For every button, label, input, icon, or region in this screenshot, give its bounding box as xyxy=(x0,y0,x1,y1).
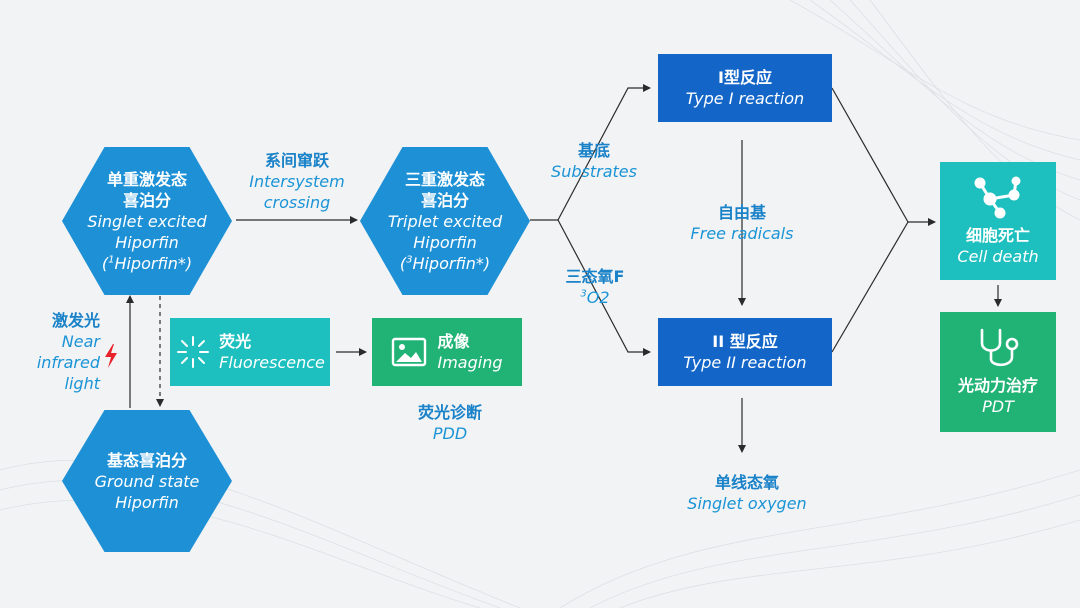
type1-cn: I型反应 xyxy=(718,68,772,87)
pdt-cn: 光动力治疗 xyxy=(957,376,1038,395)
o2-en: 3O2 xyxy=(550,287,640,308)
excitation-label: 激发光 Near infrared light xyxy=(20,310,100,394)
cell-death-box: 细胞死亡 Cell death xyxy=(940,162,1056,280)
triplet-sup: 3 xyxy=(406,254,413,266)
singlet-en3: (1Hiporfin*) xyxy=(101,253,193,273)
ground-en1: Ground state xyxy=(94,471,200,491)
substrates-cn: 基底 xyxy=(577,141,610,160)
lightning-icon xyxy=(105,344,117,368)
connector-type2-to-cell-death xyxy=(831,221,909,353)
pdd-en: PDD xyxy=(432,424,468,443)
cell-death-en: Cell death xyxy=(957,247,1039,266)
singlet-oxygen-en: Singlet oxygen xyxy=(687,494,807,513)
pdt-en: PDT xyxy=(982,397,1014,416)
type2-cn: II 型反应 xyxy=(712,332,778,351)
triplet-en3: (3Hiporfin*) xyxy=(399,253,491,273)
arrow-substrates xyxy=(557,84,651,221)
free-radicals-en: Free radicals xyxy=(690,224,794,243)
triplet-en3-text: Hiporfin* xyxy=(412,253,484,273)
excitation-en1: Near xyxy=(61,332,100,351)
arrow-o2 xyxy=(557,219,651,356)
imaging-cn: 成像 xyxy=(437,332,470,351)
fluorescence-text: 荧光 Fluorescence xyxy=(219,331,325,373)
connector-type1-to-cell-death xyxy=(831,87,909,223)
substrates-en: Substrates xyxy=(551,162,637,181)
o2-en-text: O2 xyxy=(586,288,610,307)
isc-cn: 系间窜跃 xyxy=(264,151,329,170)
fluorescence-box: 荧光 Fluorescence xyxy=(170,318,330,386)
type2-en: Type II reaction xyxy=(683,353,807,372)
type1-en: Type I reaction xyxy=(685,89,805,108)
imaging-box: 成像 Imaging xyxy=(372,318,522,386)
fluorescence-cn: 荧光 xyxy=(219,332,252,351)
o2-label: 三态氧F 3O2 xyxy=(550,266,640,308)
singlet-oxygen-label: 单线态氧 Singlet oxygen xyxy=(672,472,822,514)
triplet-en1: Triplet excited xyxy=(387,211,503,231)
isc-en1: Intersystem xyxy=(249,172,345,191)
isc-en2: crossing xyxy=(263,193,331,212)
excitation-en2: infrared xyxy=(36,353,100,372)
type2-reaction-box: II 型反应 Type II reaction xyxy=(658,318,832,386)
triplet-excited-hexagon: 三重激发态 喜泊分 Triplet excited Hiporfin (3Hip… xyxy=(360,147,530,295)
o2-sup: 3 xyxy=(580,288,587,300)
sparkle-icon xyxy=(177,336,210,368)
isc-label: 系间窜跃 Intersystem crossing xyxy=(232,150,362,213)
molecule-icon xyxy=(974,176,1021,219)
singlet-oxygen-cn: 单线态氧 xyxy=(714,473,779,492)
image-icon xyxy=(392,337,427,367)
free-radicals-cn: 自由基 xyxy=(717,203,766,222)
singlet-cn2: 喜泊分 xyxy=(122,190,171,210)
singlet-en3-text: Hiporfin* xyxy=(114,253,186,273)
excitation-en3: light xyxy=(64,374,100,393)
excitation-cn: 激发光 xyxy=(51,311,100,330)
triplet-cn2: 喜泊分 xyxy=(420,190,469,210)
pdt-box: 光动力治疗 PDT xyxy=(940,312,1056,432)
singlet-cn1: 单重激发态 xyxy=(106,169,187,189)
imaging-text: 成像 Imaging xyxy=(437,331,502,373)
substrates-label: 基底 Substrates xyxy=(544,140,644,182)
pdd-label: 荧光诊断 PDD xyxy=(395,402,505,444)
imaging-en: Imaging xyxy=(437,353,503,372)
singlet-en2: Hiporfin xyxy=(115,232,179,252)
cell-death-cn: 细胞死亡 xyxy=(965,226,1030,245)
triplet-cn1: 三重激发态 xyxy=(404,169,485,189)
fluorescence-en: Fluorescence xyxy=(219,353,325,372)
stethoscope-icon xyxy=(980,328,1019,367)
ground-en2: Hiporfin xyxy=(115,492,179,512)
triplet-en2: Hiporfin xyxy=(413,232,477,252)
singlet-sup: 1 xyxy=(108,254,115,266)
singlet-en1: Singlet excited xyxy=(87,211,207,231)
o2-cn: 三态氧F xyxy=(565,267,625,286)
type1-reaction-box: I型反应 Type I reaction xyxy=(658,54,832,122)
pdd-cn: 荧光诊断 xyxy=(417,403,482,422)
free-radicals-label: 自由基 Free radicals xyxy=(682,202,802,244)
ground-cn: 基态喜泊分 xyxy=(106,450,187,470)
